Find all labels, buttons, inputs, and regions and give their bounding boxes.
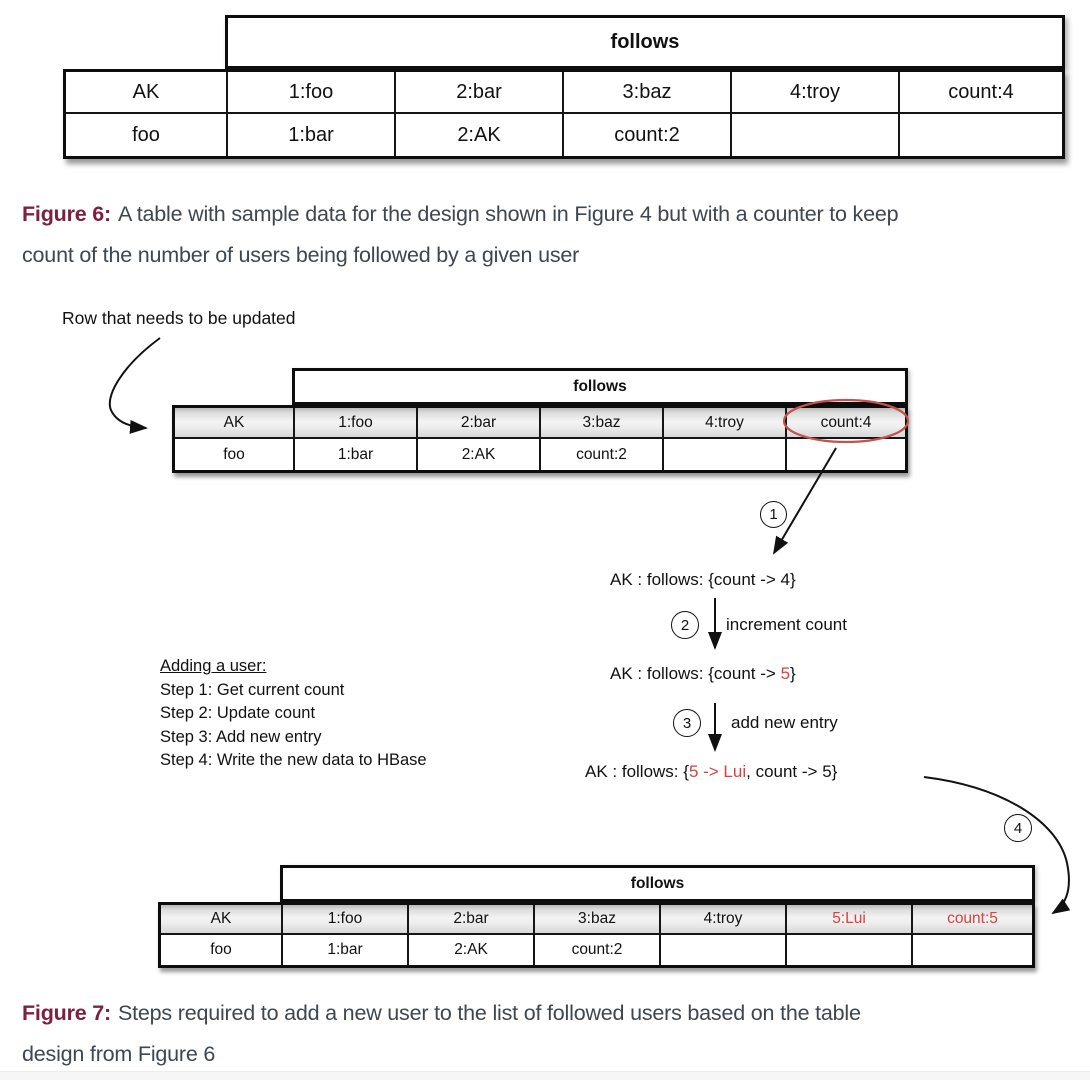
- procedure-title: Adding a user:: [160, 657, 267, 675]
- figure6-label: Figure 6:: [22, 202, 111, 226]
- table-cell: 2:bar: [418, 408, 541, 439]
- table-cell: 2:AK: [418, 439, 541, 470]
- table-cell: [732, 114, 900, 156]
- step-badge-1: 1: [760, 501, 787, 528]
- table-cell: count:4: [787, 408, 905, 439]
- figure7-label: Figure 7:: [22, 1001, 111, 1025]
- figure6-caption: Figure 6:A table with sample data for th…: [22, 194, 899, 276]
- figure7-after-column-family-header: follows: [280, 865, 1035, 902]
- table-cell: count:2: [535, 935, 661, 965]
- table-cell: [900, 114, 1062, 156]
- procedure-step: Step 1: Get current count: [160, 680, 345, 699]
- edge-label-add-entry: add new entry: [731, 713, 838, 732]
- step-badge-3: 3: [673, 709, 701, 737]
- table-cell: 1:bar: [283, 935, 409, 965]
- table-cell: count:2: [541, 439, 664, 470]
- table-cell: 2:bar: [396, 72, 564, 114]
- table-cell: 2:AK: [409, 935, 535, 965]
- column-family-label: follows: [610, 30, 680, 53]
- table-cell: 2:AK: [396, 114, 564, 156]
- caption-line: count of the number of users being follo…: [22, 243, 580, 267]
- step-badge-4: 4: [1004, 814, 1032, 842]
- table-cell: count:4: [900, 72, 1062, 114]
- figure7-caption: Figure 7:Steps required to add a new use…: [22, 993, 861, 1075]
- table-cell: [913, 935, 1032, 965]
- procedure-step: Step 2: Update count: [160, 704, 316, 722]
- step-badge-2: 2: [671, 611, 699, 639]
- table-cell: 1:foo: [295, 408, 418, 439]
- procedure-step: Step 3: Add new entry: [160, 727, 322, 746]
- table-cell: 1:bar: [228, 114, 396, 156]
- table-cell: 5:Lui: [787, 905, 913, 935]
- table-cell: 3:baz: [541, 408, 664, 439]
- column-family-label: follows: [630, 874, 685, 892]
- table-cell: count:5: [913, 905, 1032, 935]
- table-cell: foo: [66, 114, 228, 156]
- table-cell: 4:troy: [661, 905, 787, 935]
- table-cell: AK: [175, 408, 295, 439]
- column-family-label: follows: [573, 377, 627, 395]
- table-cell: [661, 935, 787, 965]
- highlighted-value: 5 -> Lui: [688, 762, 747, 781]
- table-cell: 1:foo: [283, 905, 409, 935]
- table-cell: foo: [161, 935, 283, 965]
- table-cell: 1:foo: [228, 72, 396, 114]
- row-update-annotation: Row that needs to be updated: [62, 308, 296, 328]
- flow-state-2: AK : follows: {count -> 5}: [610, 664, 796, 683]
- flow-state-1: AK : follows: {count -> 4}: [610, 570, 796, 589]
- caption-line: Figure 6:A table with sample data for th…: [22, 202, 899, 226]
- table-cell: AK: [66, 72, 228, 114]
- procedure-panel: Adding a user: Step 1: Get current count…: [160, 655, 427, 773]
- table-cell: 1:bar: [295, 439, 418, 470]
- annotation-curved-arrow: [108, 337, 161, 434]
- table-cell: 2:bar: [409, 905, 535, 935]
- table-cell: AK: [161, 905, 283, 935]
- edge-label-increment: increment count: [726, 615, 847, 634]
- caption-line: Figure 7:Steps required to add a new use…: [22, 1001, 861, 1025]
- table-cell: count:2: [564, 114, 732, 156]
- table-cell: [787, 439, 905, 470]
- table-cell: 3:baz: [564, 72, 732, 114]
- table-cell: [787, 935, 913, 965]
- table-cell: foo: [175, 439, 295, 470]
- table-cell: 3:baz: [535, 905, 661, 935]
- table-cell: 4:troy: [732, 72, 900, 114]
- caption-line: design from Figure 6: [22, 1042, 216, 1066]
- highlighted-value: 5: [780, 664, 791, 683]
- figure7-before-column-family-header: follows: [292, 368, 908, 405]
- table-cell: [664, 439, 787, 470]
- procedure-step: Step 4: Write the new data to HBase: [160, 751, 427, 769]
- table-cell: 4:troy: [664, 408, 787, 439]
- page-bottom-strip: [0, 1071, 1090, 1080]
- figure6-column-family-header: follows: [225, 15, 1065, 69]
- flow-state-3: AK : follows: {5 -> Lui, count -> 5}: [585, 762, 838, 781]
